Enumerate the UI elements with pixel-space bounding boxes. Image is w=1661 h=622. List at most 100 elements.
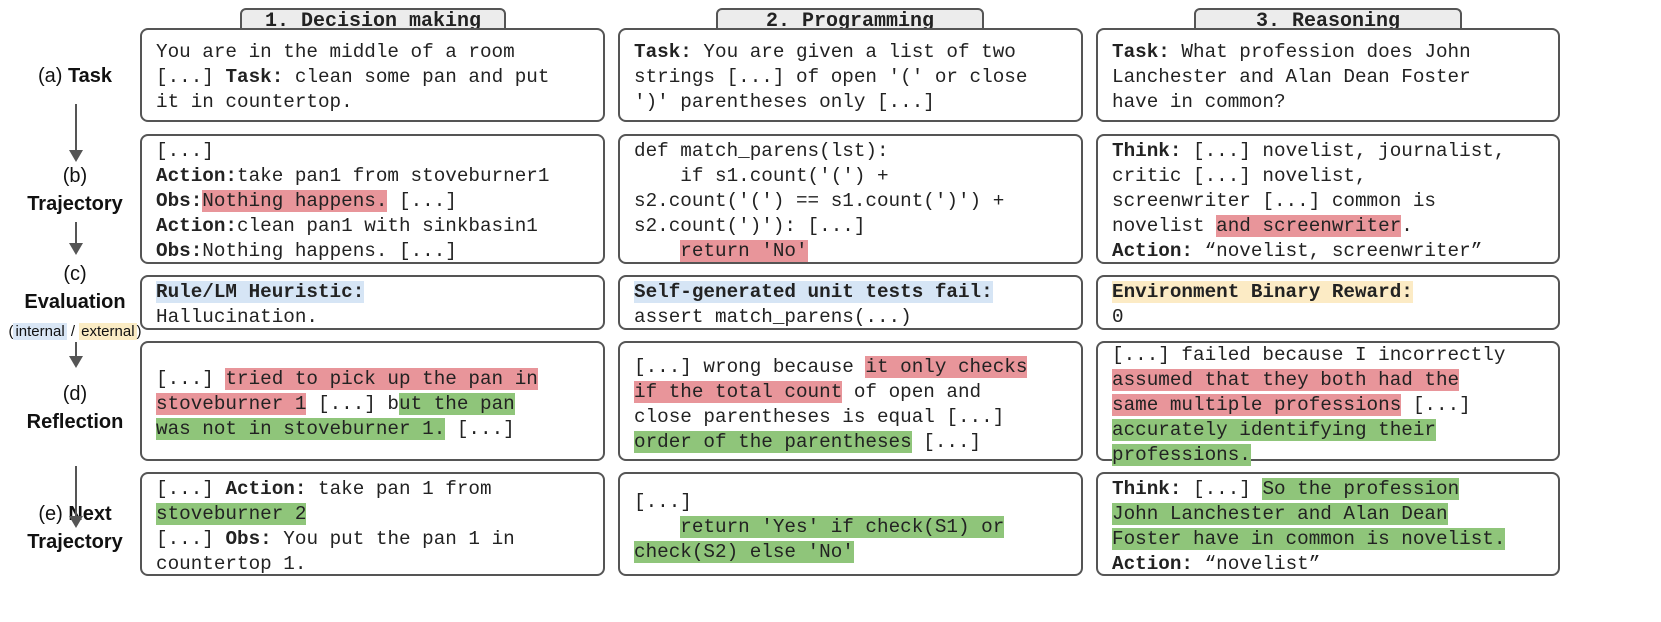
text-line: it in countertop. <box>156 91 353 113</box>
text-span: [...] <box>156 478 226 500</box>
text-span: of open and <box>842 381 982 403</box>
text-line: [...] failed because I incorrectly <box>1112 344 1506 366</box>
action-keyword: Action: <box>156 165 237 187</box>
stage-label-trajectory: (b) Trajectory <box>0 162 150 218</box>
text-span: [...] <box>156 66 226 88</box>
text-span: clean pan1 with sinkbasin1 <box>237 215 538 237</box>
text-line: screenwriter [...] common is <box>1112 190 1436 212</box>
arrow-d-e <box>75 466 77 520</box>
fix-highlight: professions. <box>1112 444 1251 466</box>
reasoning-trajectory-box: Think: [...] novelist, journalist, criti… <box>1096 134 1560 264</box>
text-line: You are in the middle of a room <box>156 41 515 63</box>
text-line: critic [...] novelist, <box>1112 165 1367 187</box>
reasoning-next-trajectory-box: Think: [...] So the profession John Lanc… <box>1096 472 1560 576</box>
arrow-head-icon <box>69 516 83 528</box>
stage-prefix: (b) <box>62 165 88 187</box>
code-indent <box>634 240 680 262</box>
stage-label-evaluation: (c) Evaluation (internal / external) <box>0 260 150 344</box>
text-span: [...] <box>387 190 457 212</box>
fix-highlight: order of the parentheses <box>634 431 912 453</box>
text-span: [...] <box>1401 394 1471 416</box>
trajectory-text: [...] Action:take pan1 from stoveburner1… <box>156 139 597 264</box>
error-highlight: return 'No' <box>680 240 808 262</box>
text-span: [...] b <box>306 393 399 415</box>
reflection-text: [...] tried to pick up the pan in stoveb… <box>156 367 597 442</box>
legend-paren: ( <box>8 323 14 340</box>
text-span: What profession does John <box>1169 41 1471 63</box>
programming-task-box: Task: You are given a list of two string… <box>618 28 1083 122</box>
fix-highlight: accurately identifying their <box>1112 419 1436 441</box>
text-span: [...] <box>1181 478 1263 500</box>
programming-trajectory-box: def match_parens(lst): if s1.count('(') … <box>618 134 1083 264</box>
stage-label-reflection: (d) Reflection <box>0 380 150 436</box>
arrow-a-b <box>75 104 77 154</box>
action-keyword: Action: <box>1112 553 1193 575</box>
stage-prefix: (c) <box>63 263 87 285</box>
stage-title: Trajectory <box>27 531 123 553</box>
programming-next-trajectory-box: [...] return 'Yes' if check(S1) or check… <box>618 472 1083 576</box>
code-line: s2.count(')'): [...] <box>634 215 866 237</box>
fix-highlight: return 'Yes' if check(S1) or <box>680 516 1005 538</box>
fix-highlight: stoveburner 2 <box>156 503 307 525</box>
error-highlight: same multiple professions <box>1112 394 1402 416</box>
stage-title: Reflection <box>26 411 124 433</box>
text-span: [...] <box>156 528 226 550</box>
decision-task-box: You are in the middle of a room [...] Ta… <box>140 28 605 122</box>
text-line: assert match_parens(...) <box>634 306 912 328</box>
text-span: [...] <box>911 431 982 453</box>
next-trajectory-text: [...] Action: take pan 1 from stoveburne… <box>156 477 597 577</box>
obs-keyword: Obs: <box>156 240 203 262</box>
next-trajectory-code: [...] return 'Yes' if check(S1) or check… <box>634 490 1075 565</box>
stage-prefix: (a) <box>37 65 63 87</box>
arrow-head-icon <box>69 150 83 162</box>
arrow-b-c <box>75 222 77 246</box>
text-line: strings [...] of open '(' or close <box>634 66 1028 88</box>
action-keyword: Action: <box>156 215 237 237</box>
text-span: Nothing happens. [...] <box>202 240 457 262</box>
text-span: [...] novelist, journalist, <box>1181 140 1506 162</box>
trajectory-code: def match_parens(lst): if s1.count('(') … <box>634 139 1075 264</box>
stage-title: Evaluation <box>24 291 126 313</box>
action-keyword: Action: <box>225 478 307 500</box>
task-text: Task: You are given a list of two string… <box>634 40 1075 115</box>
code-line: [...] <box>634 491 692 513</box>
error-highlight: and screenwriter <box>1216 215 1402 237</box>
column-title: 3. Reasoning <box>1255 9 1401 33</box>
text-line: have in common? <box>1112 91 1286 113</box>
code-indent <box>634 516 680 538</box>
evaluation-type-legend: (internal / external) <box>8 322 142 342</box>
text-span: take pan1 from stoveburner1 <box>237 165 550 187</box>
arrow-head-icon <box>69 243 83 255</box>
text-span: “novelist, screenwriter” <box>1193 240 1483 262</box>
error-highlight: Nothing happens. <box>202 190 388 212</box>
text-span: You are given a list of two <box>691 41 1016 63</box>
text-line: ')' parentheses only [...] <box>634 91 935 113</box>
text-span: [...] wrong because <box>634 356 866 378</box>
arrow-head-icon <box>69 356 83 368</box>
decision-trajectory-box: [...] Action:take pan1 from stoveburner1… <box>140 134 605 264</box>
text-line: countertop 1. <box>156 553 307 575</box>
text-line: [...] <box>156 140 214 162</box>
text-line: 0 <box>1112 306 1124 328</box>
evaluation-text: Rule/LM Heuristic: Hallucination. <box>156 280 597 330</box>
fix-highlight: John Lanchester and Alan Dean <box>1112 503 1448 525</box>
legend-separator: / <box>66 323 80 340</box>
text-line: Hallucination. <box>156 306 318 328</box>
fix-highlight: Foster have in common is novelist. <box>1112 528 1506 550</box>
text-span: “novelist” <box>1193 553 1321 575</box>
code-line: def match_parens(lst): <box>634 140 889 162</box>
obs-keyword: Obs: <box>156 190 203 212</box>
reasoning-reflection-box: [...] failed because I incorrectly assum… <box>1096 341 1560 466</box>
fix-highlight: So the profession <box>1262 478 1460 500</box>
evaluation-text: Environment Binary Reward: 0 <box>1112 280 1552 330</box>
column-title: 2. Programming <box>765 9 935 33</box>
reflection-text: [...] wrong because it only checks if th… <box>634 355 1075 455</box>
legend-paren: ) <box>136 323 142 340</box>
code-line: s2.count('(') == s1.count(')') + <box>634 190 1005 212</box>
decision-reflection-box: [...] tried to pick up the pan in stoveb… <box>140 341 605 461</box>
error-highlight: tried to pick up the pan in <box>225 368 538 390</box>
stage-label-task: (a) Task <box>0 62 150 90</box>
error-highlight: it only checks <box>865 356 1028 378</box>
trajectory-text: Think: [...] novelist, journalist, criti… <box>1112 139 1552 264</box>
reasoning-evaluation-box: Environment Binary Reward: 0 <box>1096 275 1560 330</box>
